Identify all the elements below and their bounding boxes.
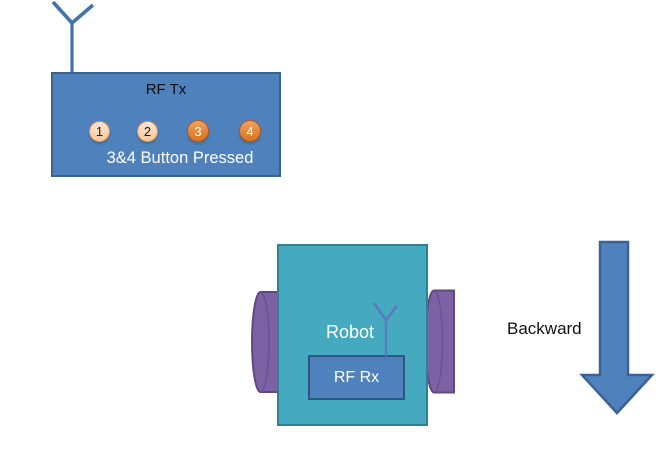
robot-body: Robot RF Rx [277,244,428,426]
tx-button-4-label: 4 [246,123,254,139]
tx-antenna-icon [51,0,95,72]
button-pressed-status-label: 3&4 Button Pressed [106,149,254,167]
tx-button-4: 4 [239,120,261,142]
left-wheel [251,291,280,393]
backward-label: Backward [507,319,582,338]
tx-button-2-label: 2 [143,124,152,139]
tx-button-3: 3 [187,120,209,142]
tx-button-2: 2 [137,121,158,142]
rx-antenna-icon [372,302,399,356]
robot-label: Robot [326,322,375,342]
rf-receiver-box: RF Rx [308,355,405,400]
right-wheel [424,289,455,394]
tx-button-1: 1 [89,121,110,142]
rf-rx-label: RF Rx [333,368,380,386]
tx-button-3-label: 3 [194,123,202,139]
rf-transmitter-box: RF Tx 1 2 3 4 3&4 Button Pressed [51,72,281,177]
down-arrow-icon [579,240,655,415]
rf-tx-label: RF Tx [145,81,187,98]
tx-button-1-label: 1 [95,124,104,139]
